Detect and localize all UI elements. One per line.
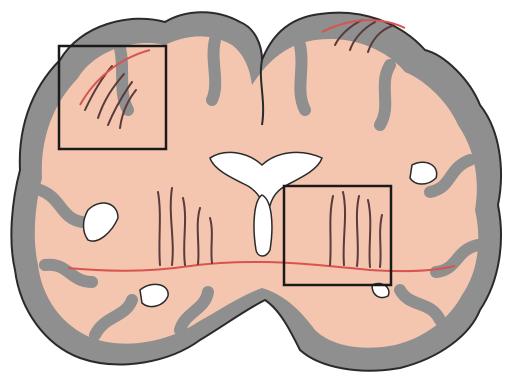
temporal-horn-right (410, 162, 437, 184)
third-ventricle (254, 195, 272, 256)
